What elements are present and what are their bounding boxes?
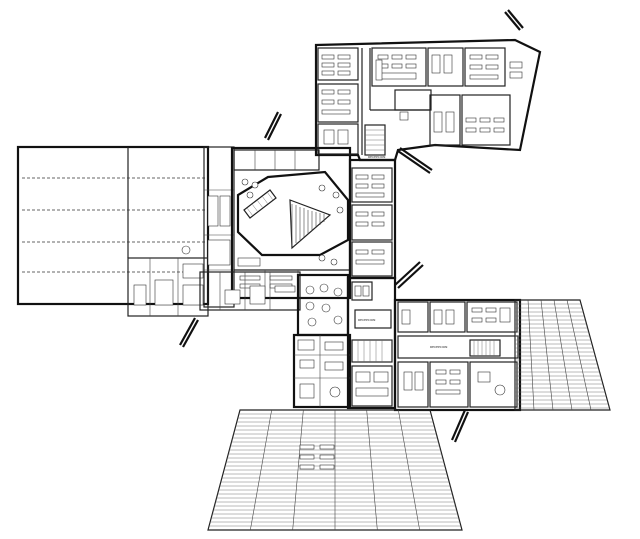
corridor-south-west: [199, 271, 301, 311]
bleachers-east: [514, 299, 611, 411]
hatch-divider: [527, 299, 535, 411]
hatch-divider: [366, 409, 378, 531]
admin-block: [292, 333, 352, 409]
hatch-divider: [398, 409, 420, 531]
hatch-divider: [566, 299, 592, 411]
atrium-core: [230, 146, 352, 300]
entrance-canopies: [179, 9, 524, 443]
bleachers-south: [207, 409, 463, 531]
label-reception-east: RECEPCION: [430, 345, 447, 349]
east-wing: RECEPCION: [393, 298, 522, 412]
library: [296, 273, 350, 337]
central-wing: [348, 158, 397, 280]
gymnasium: [16, 145, 210, 306]
hatch-divider: [250, 409, 272, 531]
label-reception-north: RECEPCION: [368, 155, 385, 159]
north-wing: RECEPCION: [314, 38, 542, 162]
hatch-divider: [292, 409, 304, 531]
services-block: RECEPCION: [346, 276, 397, 410]
label-reception-central: RECEPCION: [358, 318, 375, 322]
hatch-divider: [553, 299, 573, 411]
hatch-divider: [540, 299, 554, 411]
changing-rooms: [127, 146, 235, 317]
